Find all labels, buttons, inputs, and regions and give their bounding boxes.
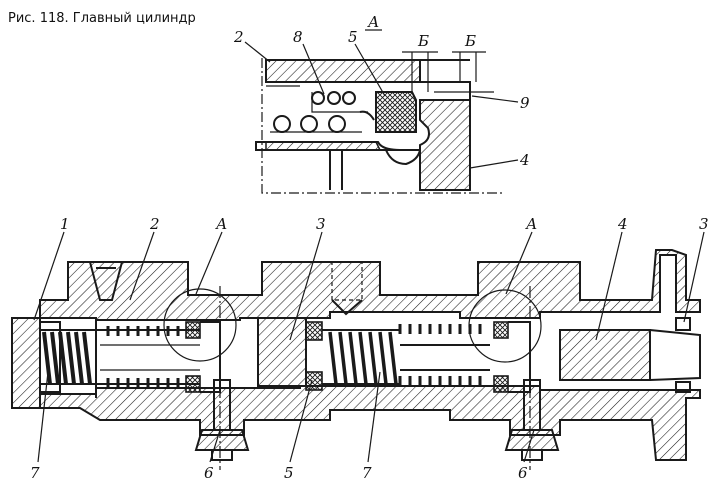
detail-circle-left (163, 288, 237, 362)
label-4: 4 (617, 215, 628, 233)
seal-left-top (185, 321, 201, 339)
detail-label-8: 8 (293, 28, 303, 46)
label-6-right: 6 (518, 464, 528, 482)
bleed-fitting-right (504, 379, 560, 461)
detail-circle-right (468, 289, 542, 363)
label-a-right: А (525, 215, 537, 233)
detail-label-5: 5 (348, 28, 358, 46)
figure-caption: Рис. 118. Главный цилиндр (8, 11, 196, 26)
right-piston (559, 329, 651, 381)
middle-piston (257, 317, 307, 387)
label-7-right: 7 (362, 464, 372, 482)
detail-label-9: 9 (520, 94, 530, 112)
detail-label-2: 2 (233, 28, 244, 46)
end-plug (11, 317, 41, 409)
label-3-middle: 3 (316, 215, 326, 233)
label-2: 2 (149, 215, 160, 233)
left-spring (40, 329, 96, 385)
detail-spring (270, 91, 368, 133)
detail-frame (261, 58, 505, 194)
detail-a (244, 29, 519, 194)
detail-label-4: 4 (519, 151, 530, 169)
secondary-spring (328, 331, 398, 385)
detail-label-b1: Б (417, 32, 429, 50)
housing-top (39, 249, 701, 321)
label-7-left: 7 (30, 464, 40, 482)
primary-spring (106, 326, 180, 388)
label-a-left: А (215, 215, 227, 233)
label-5: 5 (284, 464, 294, 482)
seal-left-bottom (185, 375, 201, 393)
label-6-left: 6 (204, 464, 214, 482)
label-1: 1 (60, 215, 70, 233)
detail-title: А (367, 13, 379, 31)
seal-right-bottom (493, 375, 509, 393)
seal-right-top (493, 321, 509, 339)
bleed-fitting-left (194, 379, 250, 461)
detail-seal (375, 91, 417, 133)
cylinder-wall-top (265, 59, 421, 83)
label-3-right: 3 (699, 215, 709, 233)
detail-label-b2: Б (464, 32, 476, 50)
main-cylinder (11, 231, 705, 470)
